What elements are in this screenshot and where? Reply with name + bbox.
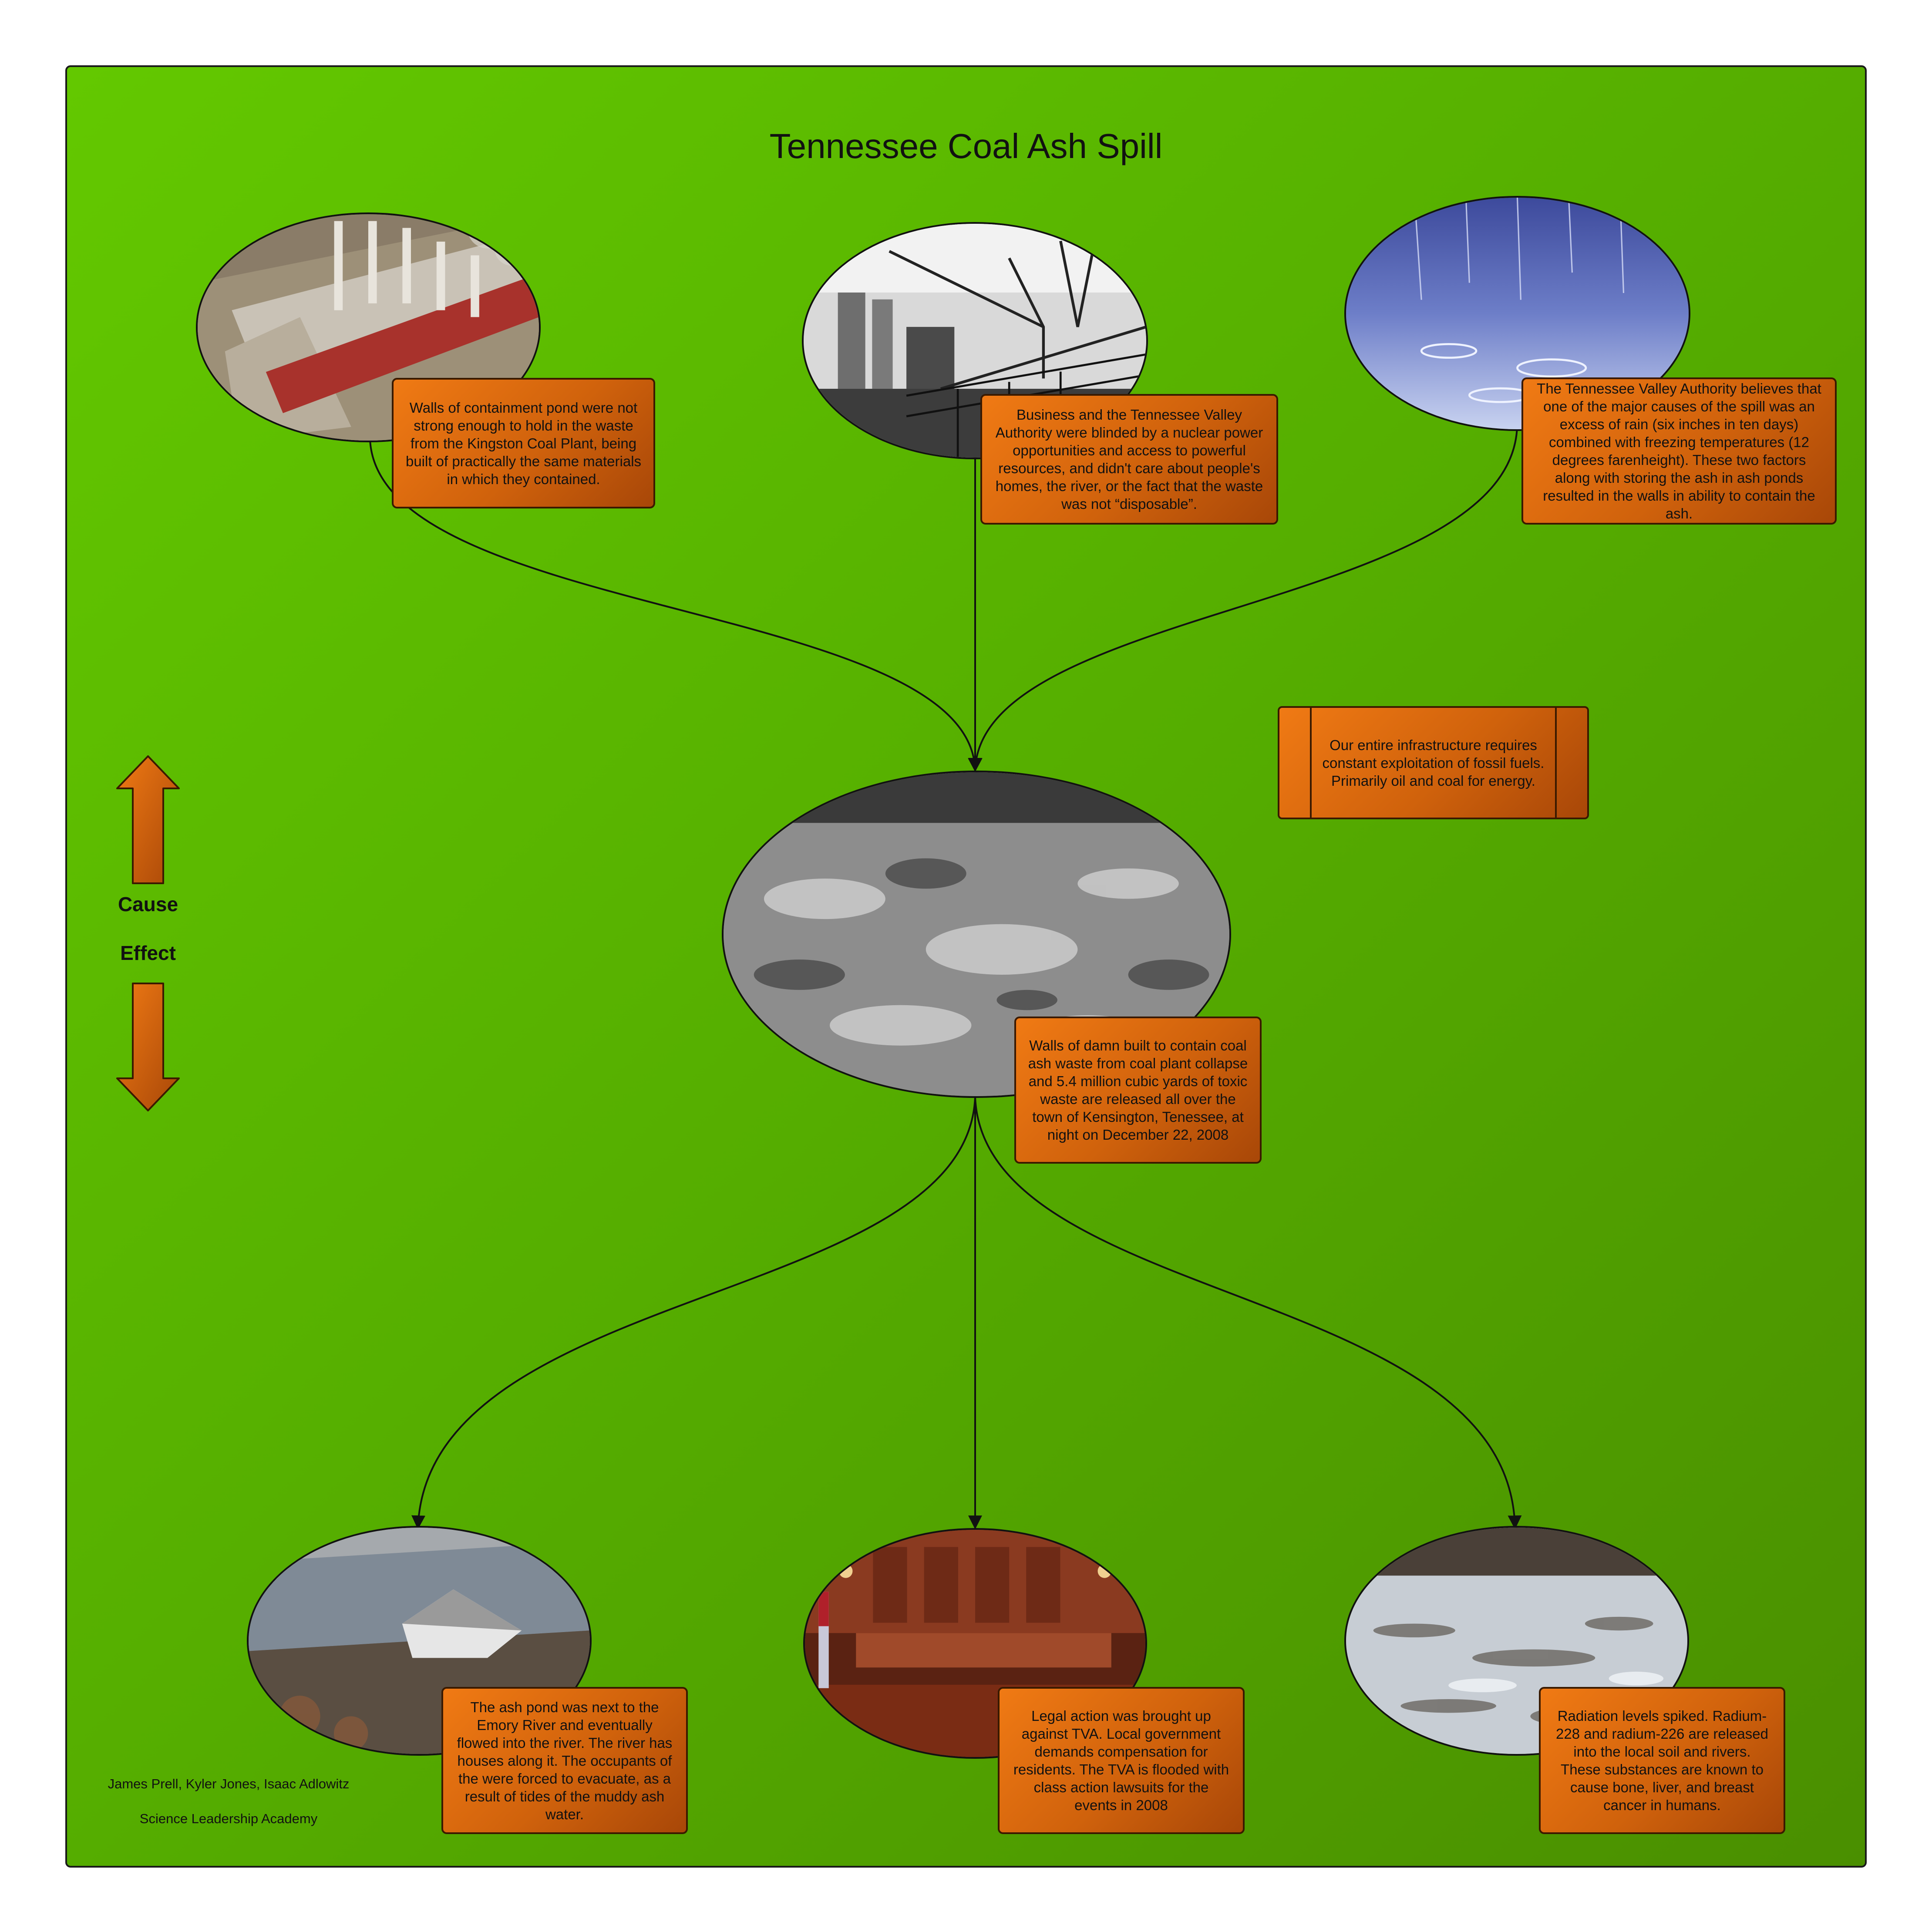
page-title: Tennessee Coal Ash Spill [769,127,1163,165]
cause-text-containment: Walls of containment pond were not stron… [405,399,642,487]
cause-text-business: Business and the Tennessee Valley Author… [995,407,1263,512]
effect-text-evacuation: The ash pond was next to the Emory River… [457,1699,673,1822]
event-box-spill: Walls of damn built to contain coal ash … [1014,1017,1262,1164]
credits-authors: James Prell, Kyler Jones, Isaac Adlowitz [108,1776,350,1791]
effect-text-radiation: Radiation levels spiked. Radium-228 and … [1556,1708,1768,1813]
cause-box-containment: Walls of containment pond were not stron… [392,378,655,508]
credits-school: Science Leadership Academy [139,1811,318,1826]
cause-up-arrow-icon [116,755,180,884]
effect-box-legal: Legal action was brought up against TVA.… [998,1687,1245,1834]
line-effect-3 [974,1097,1522,1530]
cause-box-business: Business and the Tennessee Valley Author… [980,394,1278,525]
effect-label: Effect [120,942,176,964]
cause-label: Cause [118,893,178,916]
effect-text-legal: Legal action was brought up against TVA.… [1013,1708,1229,1813]
effect-down-arrow-icon [116,983,180,1111]
coal-ash-sludge-image [722,771,1231,1098]
effect-box-evacuation: The ash pond was next to the Emory River… [441,1687,688,1834]
event-text-spill: Walls of damn built to contain coal ash … [1028,1037,1248,1143]
cause-text-rain: The Tennessee Valley Authority believes … [1537,380,1821,522]
infrastructure-note-text: Our entire infrastructure requires const… [1322,737,1545,789]
effect-box-radiation: Radiation levels spiked. Radium-228 and … [1539,1687,1785,1834]
line-effect-1 [411,1097,976,1530]
infrastructure-note: Our entire infrastructure requires const… [1278,706,1589,819]
line-cause-1 [369,439,982,772]
cause-box-rain: The Tennessee Valley Authority believes … [1521,377,1837,525]
line-cause-3 [968,426,1518,772]
